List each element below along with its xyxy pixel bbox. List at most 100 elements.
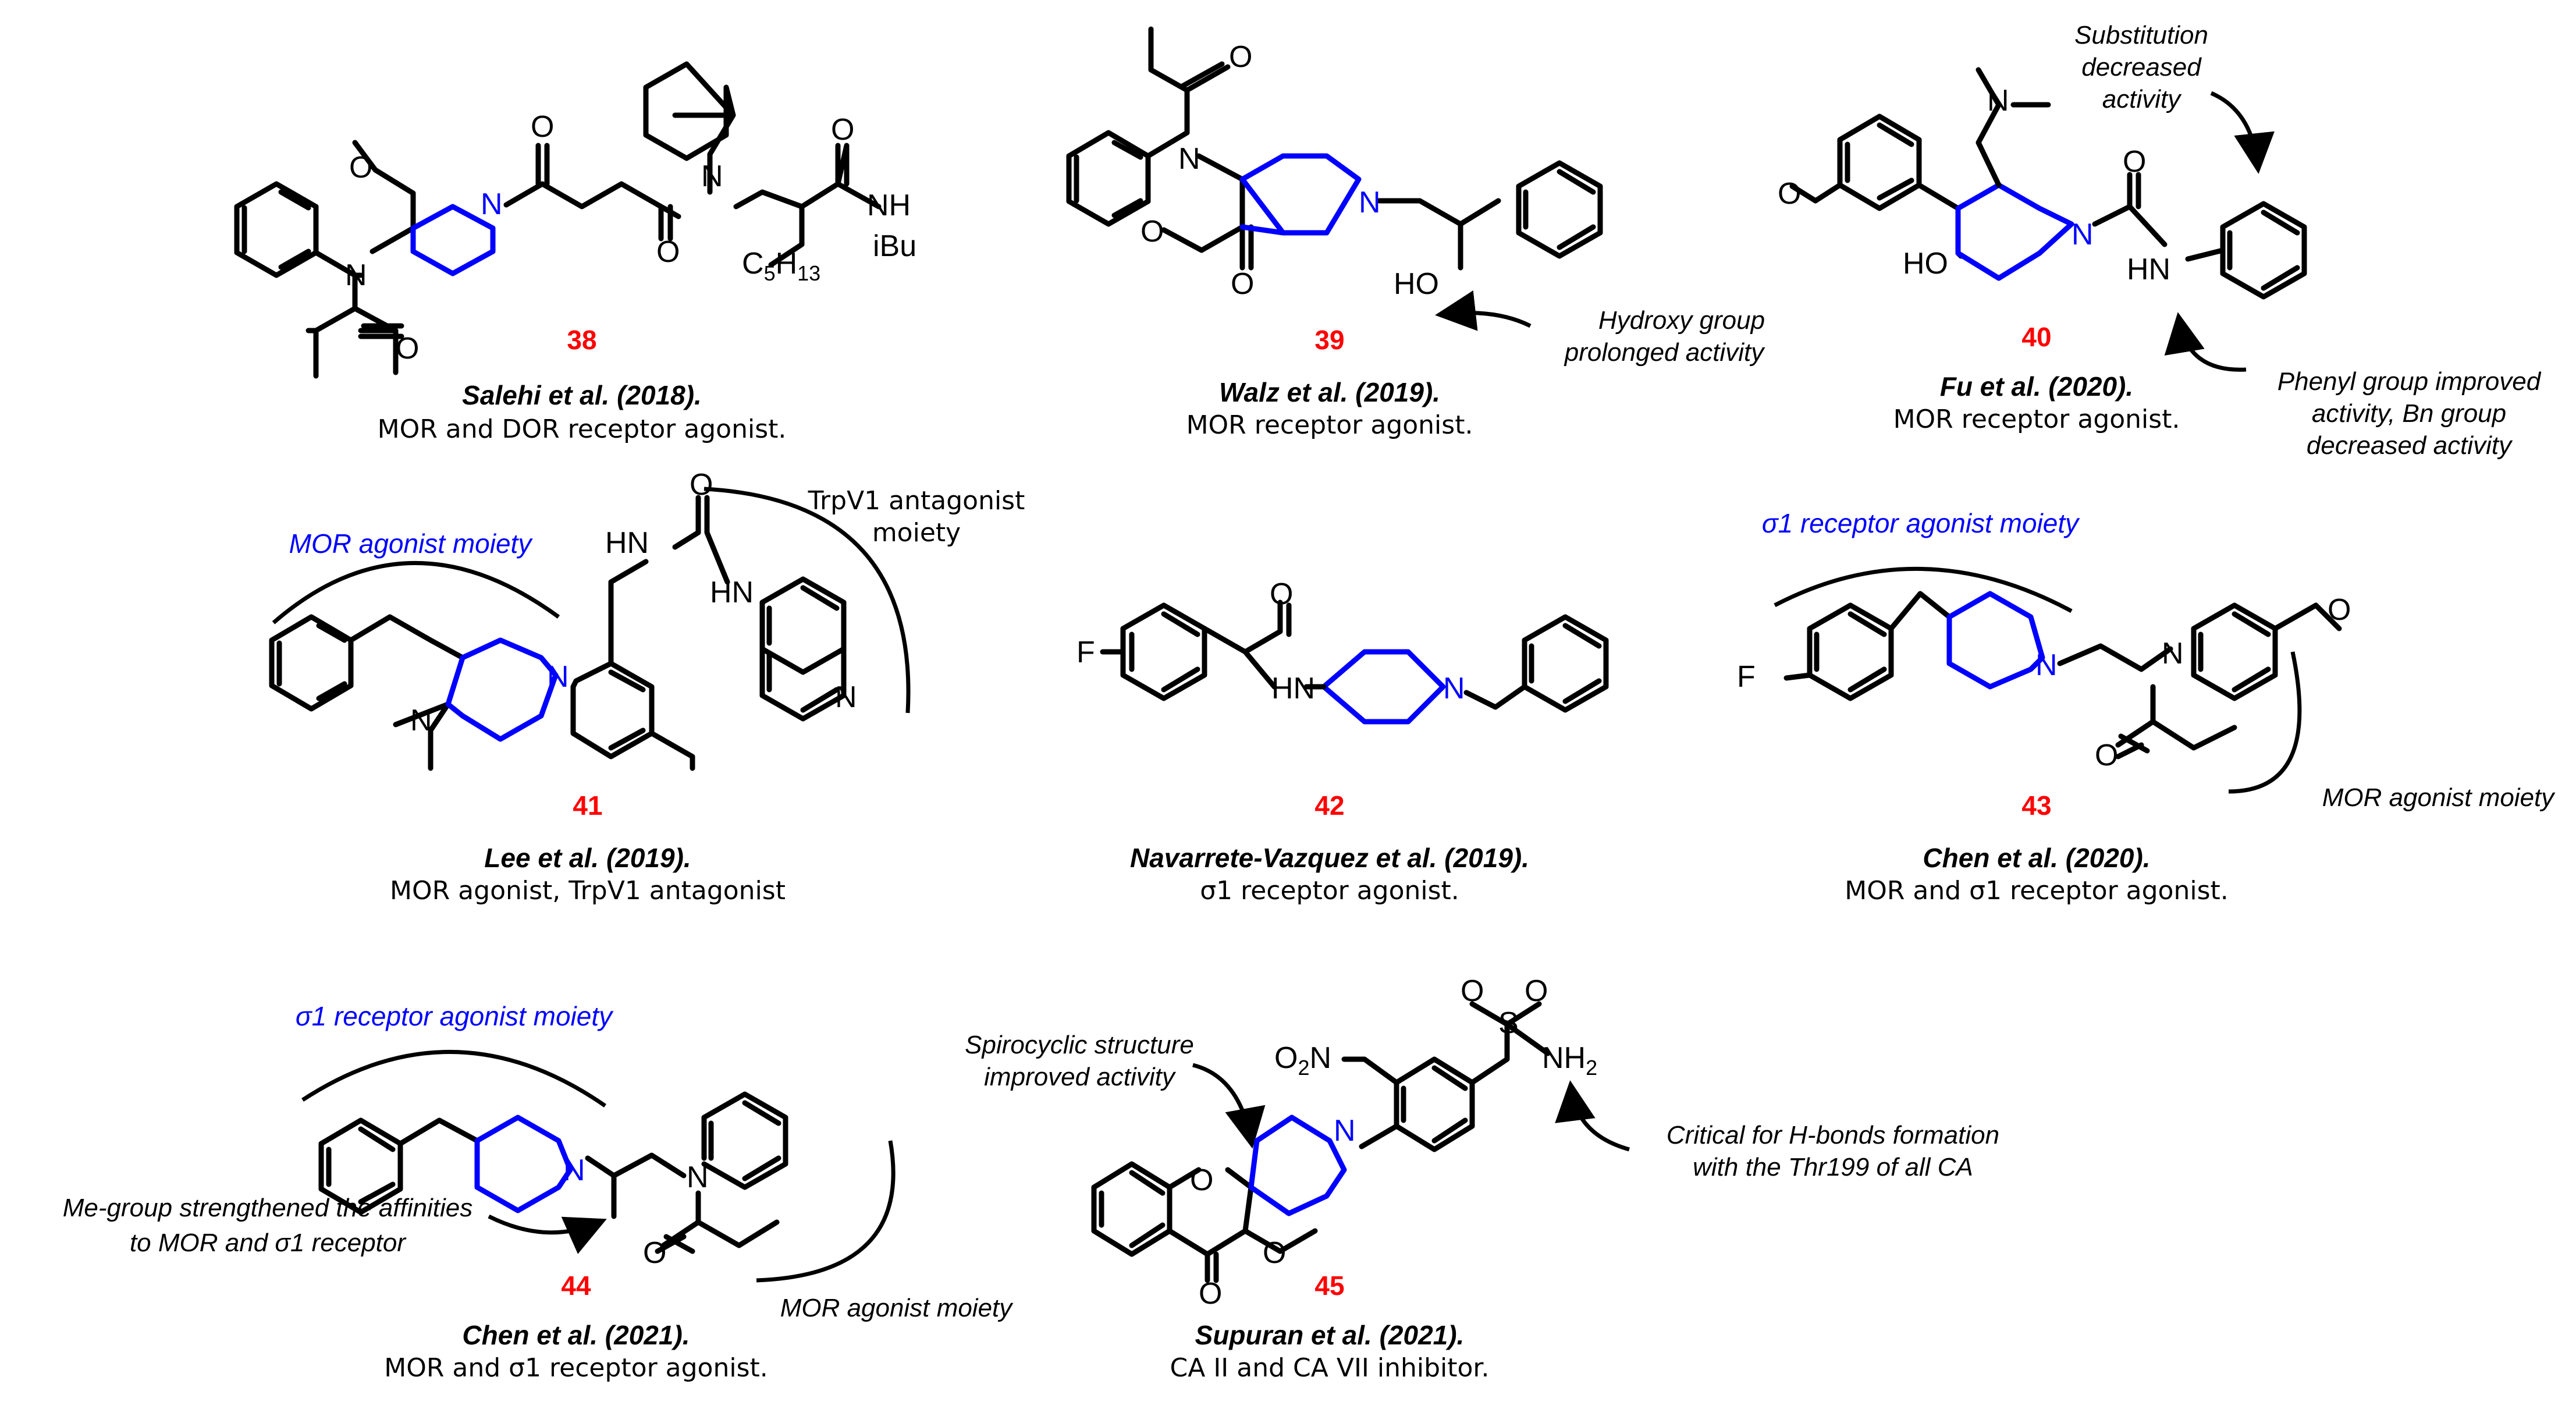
c41-N-dimethyl: N — [410, 704, 432, 737]
c43-mor-arc — [2228, 651, 2302, 794]
c40-substitution-note-3: activity — [2102, 85, 2182, 113]
compound-44-author: Chen et al. (2021). — [462, 1320, 690, 1350]
c44-me-group-arrow — [488, 1214, 607, 1254]
c45-NH2: NH2 — [1542, 1041, 1597, 1080]
compound-41-structure — [269, 495, 847, 771]
c42-F: F — [1076, 636, 1095, 669]
c40-phenyl-note-2: activity, Bn group — [2312, 399, 2506, 428]
compound-39-description: MOR receptor agonist. — [1186, 410, 1473, 440]
c38-O-amide2: O — [656, 235, 680, 269]
c38-O-amide: O — [396, 332, 419, 365]
c42-N-piperidine: N — [1443, 672, 1465, 705]
compound-39-number: 39 — [1314, 325, 1344, 355]
c41-HN-1: HN — [605, 526, 649, 560]
compound-45-description: CA II and CA VII inhibitor. — [1170, 1353, 1490, 1383]
c40-O-methoxy: O — [1778, 177, 1801, 211]
compound-39-structure — [1066, 26, 1603, 271]
compound-45-number: 45 — [1314, 1270, 1344, 1301]
c44-O-amide: O — [643, 1236, 666, 1270]
compound-42-author: Navarrete-Vazquez et al. (2019). — [1130, 843, 1529, 873]
c41-mor-arc — [272, 560, 560, 624]
c45-spiro-note-2: improved activity — [984, 1063, 1177, 1091]
c39-N-amide: N — [1178, 142, 1200, 176]
c38-O-top: O — [831, 113, 854, 147]
c45-spiro-note-1: Spirocyclic structure — [965, 1031, 1194, 1059]
c44-me-group-note-1: Me-group strengthened the affinities — [63, 1194, 472, 1222]
c45-O2N: O2N — [1274, 1041, 1331, 1080]
c39-O-top: O — [1229, 40, 1252, 74]
c40-HN: HN — [2127, 253, 2170, 286]
c43-N-piperidine: N — [2035, 648, 2058, 682]
compound-45-structure — [1091, 1001, 1551, 1283]
c38-C5H13: C5H13 — [742, 247, 820, 285]
c43-O-methoxy: O — [2328, 593, 2351, 627]
c40-HO: HO — [1903, 247, 1948, 281]
c41-trpv1-arc — [703, 487, 911, 714]
c44-N-piperidine: N — [563, 1154, 585, 1187]
compound-44-structure — [318, 1091, 788, 1254]
compound-42-description: σ1 receptor agonist. — [1200, 876, 1459, 906]
c44-mor-moiety-label: MOR agonist moiety — [780, 1294, 1014, 1322]
c45-hbond-note-1: Critical for H-bonds formation — [1667, 1121, 1999, 1149]
compound-40-author: Fu et al. (2020). — [1940, 371, 2133, 402]
c40-phenyl-note-3: decreased activity — [2307, 431, 2513, 460]
c38-O-ether: O — [349, 151, 372, 184]
c44-mor-arc — [756, 1140, 896, 1283]
c40-substitution-note-2: decreased — [2081, 53, 2202, 81]
c41-N-piperidine: N — [547, 660, 569, 694]
c43-O-amide: O — [2095, 739, 2118, 772]
c45-N-piperidine: N — [1334, 1114, 1356, 1148]
compound-38-author: Salehi et al. (2018). — [462, 380, 702, 410]
c44-me-group-note-2: to MOR and σ1 receptor — [130, 1229, 407, 1257]
compound-40-number: 40 — [2021, 322, 2051, 352]
c40-N-dimethyl: N — [1987, 84, 2009, 118]
c45-O-ring: O — [1190, 1163, 1213, 1197]
c41-O: O — [690, 468, 713, 502]
c39-N-piperidine: N — [1359, 186, 1381, 219]
compound-45-author: Supuran et al. (2021). — [1195, 1320, 1465, 1350]
compound-38-number: 38 — [567, 325, 596, 355]
compound-43-author: Chen et al. (2020). — [1923, 843, 2150, 873]
c41-trpv1-label-2: moiety — [872, 518, 961, 548]
c38-NH: NH — [867, 189, 911, 222]
c38-N-central: N — [701, 159, 723, 193]
c44-sigma-arc — [301, 1049, 606, 1108]
c43-sigma-arc — [1774, 567, 2073, 613]
c41-trpv1-label-1: TrpV1 antagonist — [808, 486, 1025, 516]
c40-substitution-note-1: Substitution — [2074, 21, 2208, 49]
c39-O-ester1: O — [1140, 215, 1164, 249]
compound-40-description: MOR receptor agonist. — [1893, 404, 2180, 434]
c45-hbond-note-2: with the Thr199 of all CA — [1693, 1153, 1973, 1181]
c45-spiro-arrow — [1192, 1063, 1266, 1149]
compound-43-structure — [1783, 591, 2342, 759]
c42-HN: HN — [1271, 672, 1315, 705]
c43-mor-moiety-label: MOR agonist moiety — [2322, 783, 2556, 812]
c45-O-sulfonyl-2: O — [1525, 974, 1548, 1008]
compound-43-description: MOR and σ1 receptor agonist. — [1845, 876, 2229, 906]
c45-O-sulfonyl-1: O — [1461, 974, 1484, 1008]
c44-N-amide: N — [687, 1160, 709, 1194]
c45-hbond-arrow — [1555, 1080, 1630, 1152]
c45-O-keto: O — [1199, 1277, 1222, 1311]
c39-HO: HO — [1394, 267, 1439, 301]
c38-O-keto: O — [531, 110, 554, 144]
c45-O-methoxy: O — [1263, 1236, 1286, 1270]
c39-hydroxy-note-2: prolonged activity — [1564, 338, 1765, 367]
compound-44-number: 44 — [561, 1270, 591, 1301]
c43-F: F — [1737, 660, 1756, 694]
c41-mor-moiety-label: MOR agonist moiety — [289, 528, 534, 559]
c40-O-urea: O — [2123, 145, 2146, 179]
compound-41-number: 41 — [573, 790, 602, 821]
c43-N-amide: N — [2162, 637, 2184, 670]
compound-42-number: 42 — [1314, 790, 1344, 821]
compound-38-description: MOR and DOR receptor agonist. — [378, 414, 787, 444]
c39-hydroxy-arrow — [1435, 290, 1532, 331]
c45-S: S — [1498, 1006, 1519, 1040]
compound-40-structure — [1789, 67, 2307, 300]
c42-O: O — [1270, 577, 1293, 611]
compound-38-structure — [234, 61, 882, 379]
compound-42-structure — [1100, 599, 1609, 725]
compound-39-author: Walz et al. (2019). — [1219, 377, 1440, 407]
c43-sigma-moiety-label: σ1 receptor agonist moiety — [1762, 508, 2080, 538]
